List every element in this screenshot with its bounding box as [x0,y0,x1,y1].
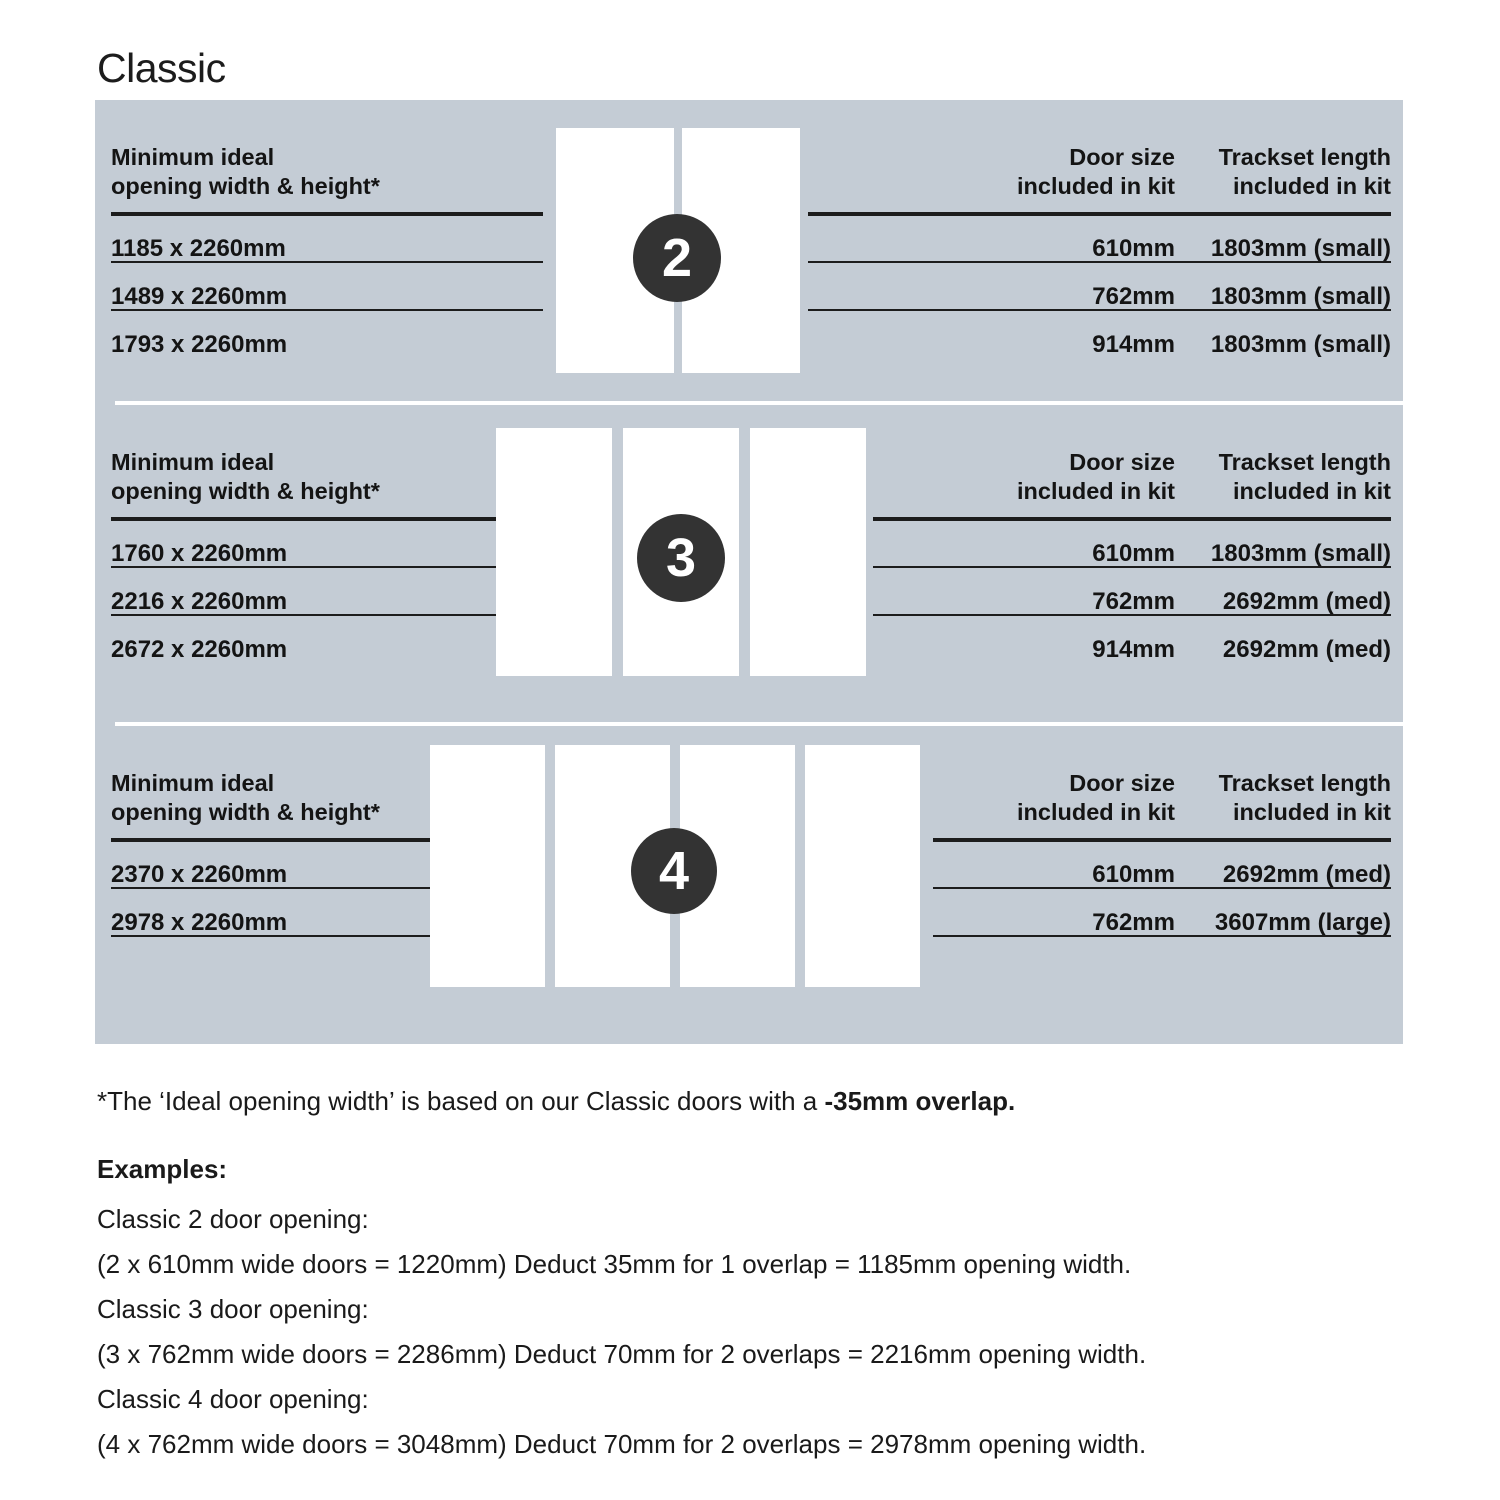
door-diagram-2 [556,128,800,373]
rule-right-header [933,838,1391,842]
example-line: Classic 3 door opening: [97,1294,369,1324]
column-header-opening: Minimum ideal opening width & height* [111,770,380,825]
example-line: (2 x 610mm wide doors = 1220mm) Deduct 3… [97,1249,1132,1279]
rule-right-1 [873,566,1391,568]
cell-door-size: 762mm [1092,588,1175,615]
cell-door-size: 610mm [1092,235,1175,262]
page-title: Classic [97,45,226,92]
rule-left-1 [111,566,499,568]
cell-door-size: 610mm [1092,861,1175,888]
cell-trackset: 3607mm (large) [1214,909,1391,936]
cell-door-size: 610mm [1092,540,1175,567]
rule-left-1 [111,261,543,263]
column-header-door-size: Door size included in kit [1017,770,1175,825]
rule-right-2 [808,309,1391,311]
cell-trackset: 1803mm (small) [1210,235,1391,262]
cell-trackset: 1803mm (small) [1210,283,1391,310]
section-3-door: Minimum ideal opening width & height* Do… [95,405,1403,722]
rule-left-2 [111,935,443,937]
cell-opening: 2978 x 2260mm [111,909,288,936]
cell-trackset: 1803mm (small) [1210,540,1391,567]
column-header-door-size: Door size included in kit [1017,144,1175,199]
cell-door-size: 914mm [1092,636,1175,663]
column-header-trackset: Trackset length included in kit [1218,144,1391,199]
rule-left-header [111,517,499,521]
rule-left-2 [111,614,499,616]
rule-left-header [111,838,443,842]
example-line: Classic 4 door opening: [97,1384,369,1414]
column-header-opening: Minimum ideal opening width & height* [111,144,380,199]
cell-trackset: 1803mm (small) [1210,331,1391,358]
rule-left-2 [111,309,543,311]
cell-door-size: 762mm [1092,283,1175,310]
cell-trackset: 2692mm (med) [1222,588,1391,615]
footnote-text: *The ‘Ideal opening width’ is based on o… [97,1086,825,1116]
rule-left-header [111,212,543,216]
cell-opening: 2216 x 2260mm [111,588,288,615]
footnote-bold: -35mm overlap. [824,1086,1016,1116]
column-header-door-size: Door size included in kit [1017,449,1175,504]
cell-opening: 1185 x 2260mm [111,235,286,262]
door-diagram-4 [430,745,920,987]
rule-left-1 [111,887,443,889]
footnote: *The ‘Ideal opening width’ is based on o… [97,1084,1015,1118]
cell-door-size: 762mm [1092,909,1175,936]
door-panel [496,428,612,676]
cell-door-size: 914mm [1092,331,1175,358]
door-panel [805,745,920,987]
cell-opening: 2370 x 2260mm [111,861,288,888]
rule-right-1 [808,261,1391,263]
section-2-door: Minimum ideal opening width & height* Do… [95,100,1403,401]
example-line: (3 x 762mm wide doors = 2286mm) Deduct 7… [97,1339,1147,1369]
rule-right-header [808,212,1391,216]
rule-right-2 [873,614,1391,616]
door-count-badge: 2 [633,214,721,302]
cell-opening: 1760 x 2260mm [111,540,288,567]
column-header-opening: Minimum ideal opening width & height* [111,449,380,504]
column-header-trackset: Trackset length included in kit [1218,770,1391,825]
rule-right-1 [933,887,1391,889]
door-panel [430,745,545,987]
section-divider [115,722,1403,726]
cell-trackset: 2692mm (med) [1222,861,1391,888]
door-count-badge: 3 [637,514,725,602]
cell-opening: 1489 x 2260mm [111,283,288,310]
spec-panel: Minimum ideal opening width & height* Do… [95,100,1403,1044]
rule-right-header [873,517,1391,521]
cell-trackset: 2692mm (med) [1222,636,1391,663]
examples-heading: Examples: [97,1154,228,1184]
section-4-door: Minimum ideal opening width & height* Do… [95,726,1403,1044]
cell-opening: 2672 x 2260mm [111,636,288,663]
door-panel [750,428,866,676]
rule-right-2 [933,935,1391,937]
section-divider [115,401,1403,405]
cell-opening: 1793 x 2260mm [111,331,288,358]
column-header-trackset: Trackset length included in kit [1218,449,1391,504]
example-line: Classic 2 door opening: [97,1204,369,1234]
door-count-badge: 4 [631,828,717,914]
example-line: (4 x 762mm wide doors = 3048mm) Deduct 7… [97,1429,1147,1459]
